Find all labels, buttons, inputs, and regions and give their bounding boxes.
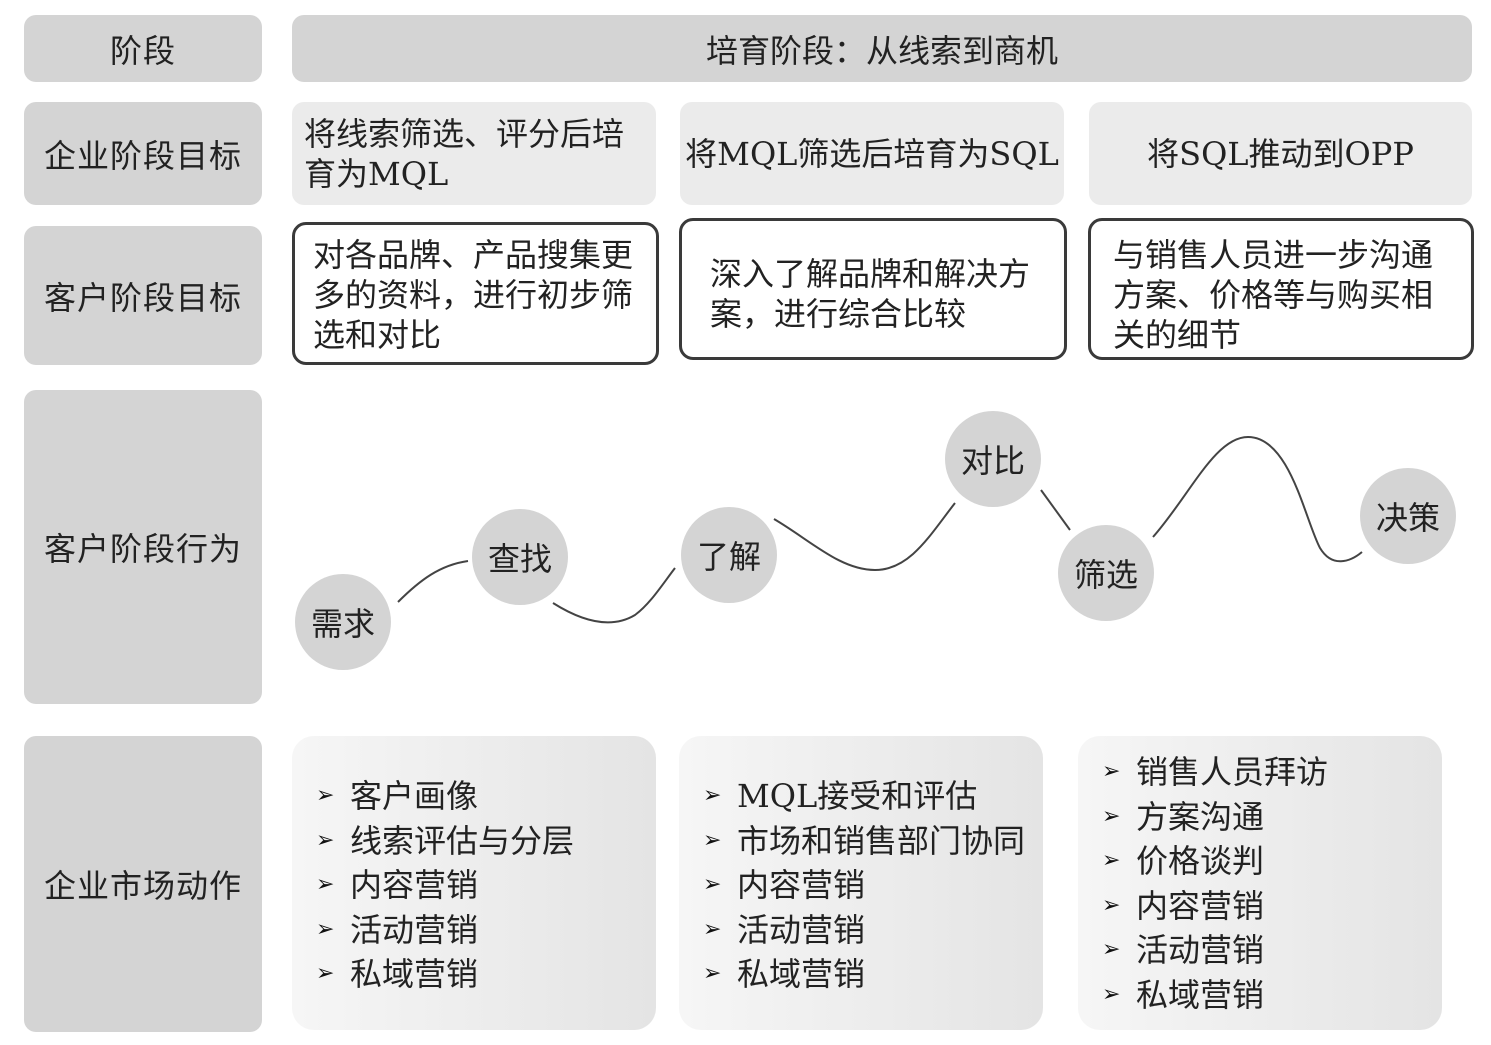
actions-list: ➢ MQL接受和评估 ➢ 市场和销售部门协同 ➢ 内容营销 ➢ 活动营销 ➢ 私域营销 (703, 774, 1043, 997)
behavior-node-label: 需求 (310, 605, 375, 643)
action-text: 内容营销 (737, 866, 866, 905)
curve-segment (552, 567, 676, 624)
curve-segment (1040, 489, 1071, 531)
action-text: MQL接受和评估 (737, 777, 978, 816)
action-text: 价格谈判 (1136, 842, 1265, 881)
actions-panel-1: ➢ 客户画像 ➢ 线索评估与分层 ➢ 内容营销 ➢ 活动营销 ➢ 私域营销 (292, 736, 656, 1030)
actions-panel-3: ➢ 销售人员拜访 ➢ 方案沟通 ➢ 价格谈判 ➢ 内容营销 ➢ 活动营销 ➢ 私域营销 (1078, 736, 1442, 1030)
action-item: ➢ 线索评估与分层 (316, 819, 656, 864)
action-text: 方案沟通 (1136, 797, 1265, 836)
arrowhead-bullet-icon: ➢ (1102, 892, 1121, 918)
arrowhead-bullet-icon: ➢ (1102, 937, 1121, 963)
action-item: ➢ 方案沟通 (1102, 795, 1442, 840)
action-item: ➢ 活动营销 (1102, 928, 1442, 973)
action-text: 销售人员拜访 (1136, 753, 1329, 792)
action-text: 活动营销 (1136, 931, 1265, 970)
action-item: ➢ 内容营销 (316, 863, 656, 908)
action-item: ➢ MQL接受和评估 (703, 774, 1043, 819)
actions-list: ➢ 销售人员拜访 ➢ 方案沟通 ➢ 价格谈判 ➢ 内容营销 ➢ 活动营销 ➢ 私域营销 (1102, 750, 1442, 1017)
enterprise-goal-3: 将SQL推动到OPP (1089, 102, 1472, 205)
arrowhead-bullet-icon: ➢ (703, 872, 722, 898)
stage-title: 培育阶段：从线索到商机 (705, 31, 1058, 70)
action-item: ➢ 私域营销 (1102, 973, 1442, 1018)
enterprise-goal-1: 将线索筛选、评分后培育为MQL (292, 102, 656, 205)
behavior-node-label: 对比 (960, 442, 1025, 480)
action-text: 活动营销 (350, 910, 479, 949)
customer-goal-text: 深入了解品牌和解决方案，进行综合比较 (710, 255, 1031, 333)
row-label-text: 客户阶段行为 (43, 530, 242, 568)
behavior-node-label: 查找 (487, 540, 552, 578)
behavior-node-decide: 决策 (1360, 468, 1456, 564)
row-label-text: 企业市场动作 (43, 867, 242, 905)
action-item: ➢ 活动营销 (703, 908, 1043, 953)
action-item: ➢ 价格谈判 (1102, 839, 1442, 884)
arrowhead-bullet-icon: ➢ (1102, 759, 1121, 785)
curve-segment (397, 560, 469, 603)
action-text: 私域营销 (737, 955, 866, 994)
action-item: ➢ 内容营销 (703, 863, 1043, 908)
behavior-node-search: 查找 (472, 509, 568, 605)
arrowhead-bullet-icon: ➢ (1102, 848, 1121, 874)
behavior-node-compare: 对比 (945, 411, 1041, 507)
customer-goal-2: 深入了解品牌和解决方案，进行综合比较 (679, 218, 1067, 360)
curve-segment (1152, 435, 1363, 563)
curve-segment (773, 502, 956, 572)
stage-title-bar: 培育阶段：从线索到商机 (292, 15, 1472, 82)
arrowhead-bullet-icon: ➢ (316, 827, 335, 853)
action-text: 线索评估与分层 (350, 821, 575, 860)
action-item: ➢ 市场和销售部门协同 (703, 819, 1043, 864)
customer-goal-text: 对各品牌、产品搜集更多的资料，进行初步筛选和对比 (313, 236, 634, 354)
action-text: 内容营销 (1136, 886, 1265, 925)
customer-goal-3: 与销售人员进一步沟通方案、价格等与购买相关的细节 (1088, 218, 1474, 360)
behavior-node-label: 了解 (696, 538, 761, 576)
arrowhead-bullet-icon: ➢ (316, 872, 335, 898)
arrowhead-bullet-icon: ➢ (703, 961, 722, 987)
enterprise-goal-2: 将MQL筛选后培育为SQL (680, 102, 1064, 205)
enterprise-goal-text: 将SQL推动到OPP (1147, 134, 1414, 173)
arrowhead-bullet-icon: ➢ (703, 916, 722, 942)
action-item: ➢ 内容营销 (1102, 884, 1442, 929)
enterprise-goal-text: 将MQL筛选后培育为SQL (685, 134, 1059, 173)
row-label-stage: 阶段 (24, 15, 262, 82)
behavior-node-filter: 筛选 (1058, 525, 1154, 621)
row-label-text: 企业阶段目标 (43, 136, 242, 175)
arrowhead-bullet-icon: ➢ (316, 961, 335, 987)
actions-panel-2: ➢ MQL接受和评估 ➢ 市场和销售部门协同 ➢ 内容营销 ➢ 活动营销 ➢ 私域营销 (679, 736, 1043, 1030)
action-text: 私域营销 (350, 955, 479, 994)
behavior-node-demand: 需求 (295, 574, 391, 670)
row-label-customer-behavior: 客户阶段行为 (24, 390, 262, 704)
arrowhead-bullet-icon: ➢ (1102, 981, 1121, 1007)
row-label-market-actions: 企业市场动作 (24, 736, 262, 1032)
arrowhead-bullet-icon: ➢ (316, 783, 335, 809)
action-text: 私域营销 (1136, 975, 1265, 1014)
row-label-enterprise-goal: 企业阶段目标 (24, 102, 262, 205)
action-item: ➢ 销售人员拜访 (1102, 750, 1442, 795)
arrowhead-bullet-icon: ➢ (1102, 803, 1121, 829)
action-item: ➢ 活动营销 (316, 908, 656, 953)
arrowhead-bullet-icon: ➢ (316, 916, 335, 942)
action-item: ➢ 私域营销 (316, 952, 656, 997)
action-text: 市场和销售部门协同 (737, 821, 1026, 860)
action-text: 客户画像 (350, 777, 479, 816)
row-label-text: 阶段 (109, 31, 176, 70)
behavior-node-understand: 了解 (681, 507, 777, 603)
row-label-text: 客户阶段目标 (43, 278, 242, 317)
action-text: 活动营销 (737, 910, 866, 949)
customer-goal-text: 与销售人员进一步沟通方案、价格等与购买相关的细节 (1113, 236, 1434, 354)
action-text: 内容营销 (350, 866, 479, 905)
action-item: ➢ 私域营销 (703, 952, 1043, 997)
behavior-node-label: 决策 (1375, 499, 1440, 537)
row-label-customer-goal: 客户阶段目标 (24, 226, 262, 365)
arrowhead-bullet-icon: ➢ (703, 827, 722, 853)
action-item: ➢ 客户画像 (316, 774, 656, 819)
arrowhead-bullet-icon: ➢ (703, 783, 722, 809)
customer-goal-1: 对各品牌、产品搜集更多的资料，进行初步筛选和对比 (292, 222, 659, 365)
actions-list: ➢ 客户画像 ➢ 线索评估与分层 ➢ 内容营销 ➢ 活动营销 ➢ 私域营销 (316, 774, 656, 997)
behavior-node-label: 筛选 (1073, 556, 1138, 594)
enterprise-goal-text: 将线索筛选、评分后培育为MQL (304, 115, 625, 193)
